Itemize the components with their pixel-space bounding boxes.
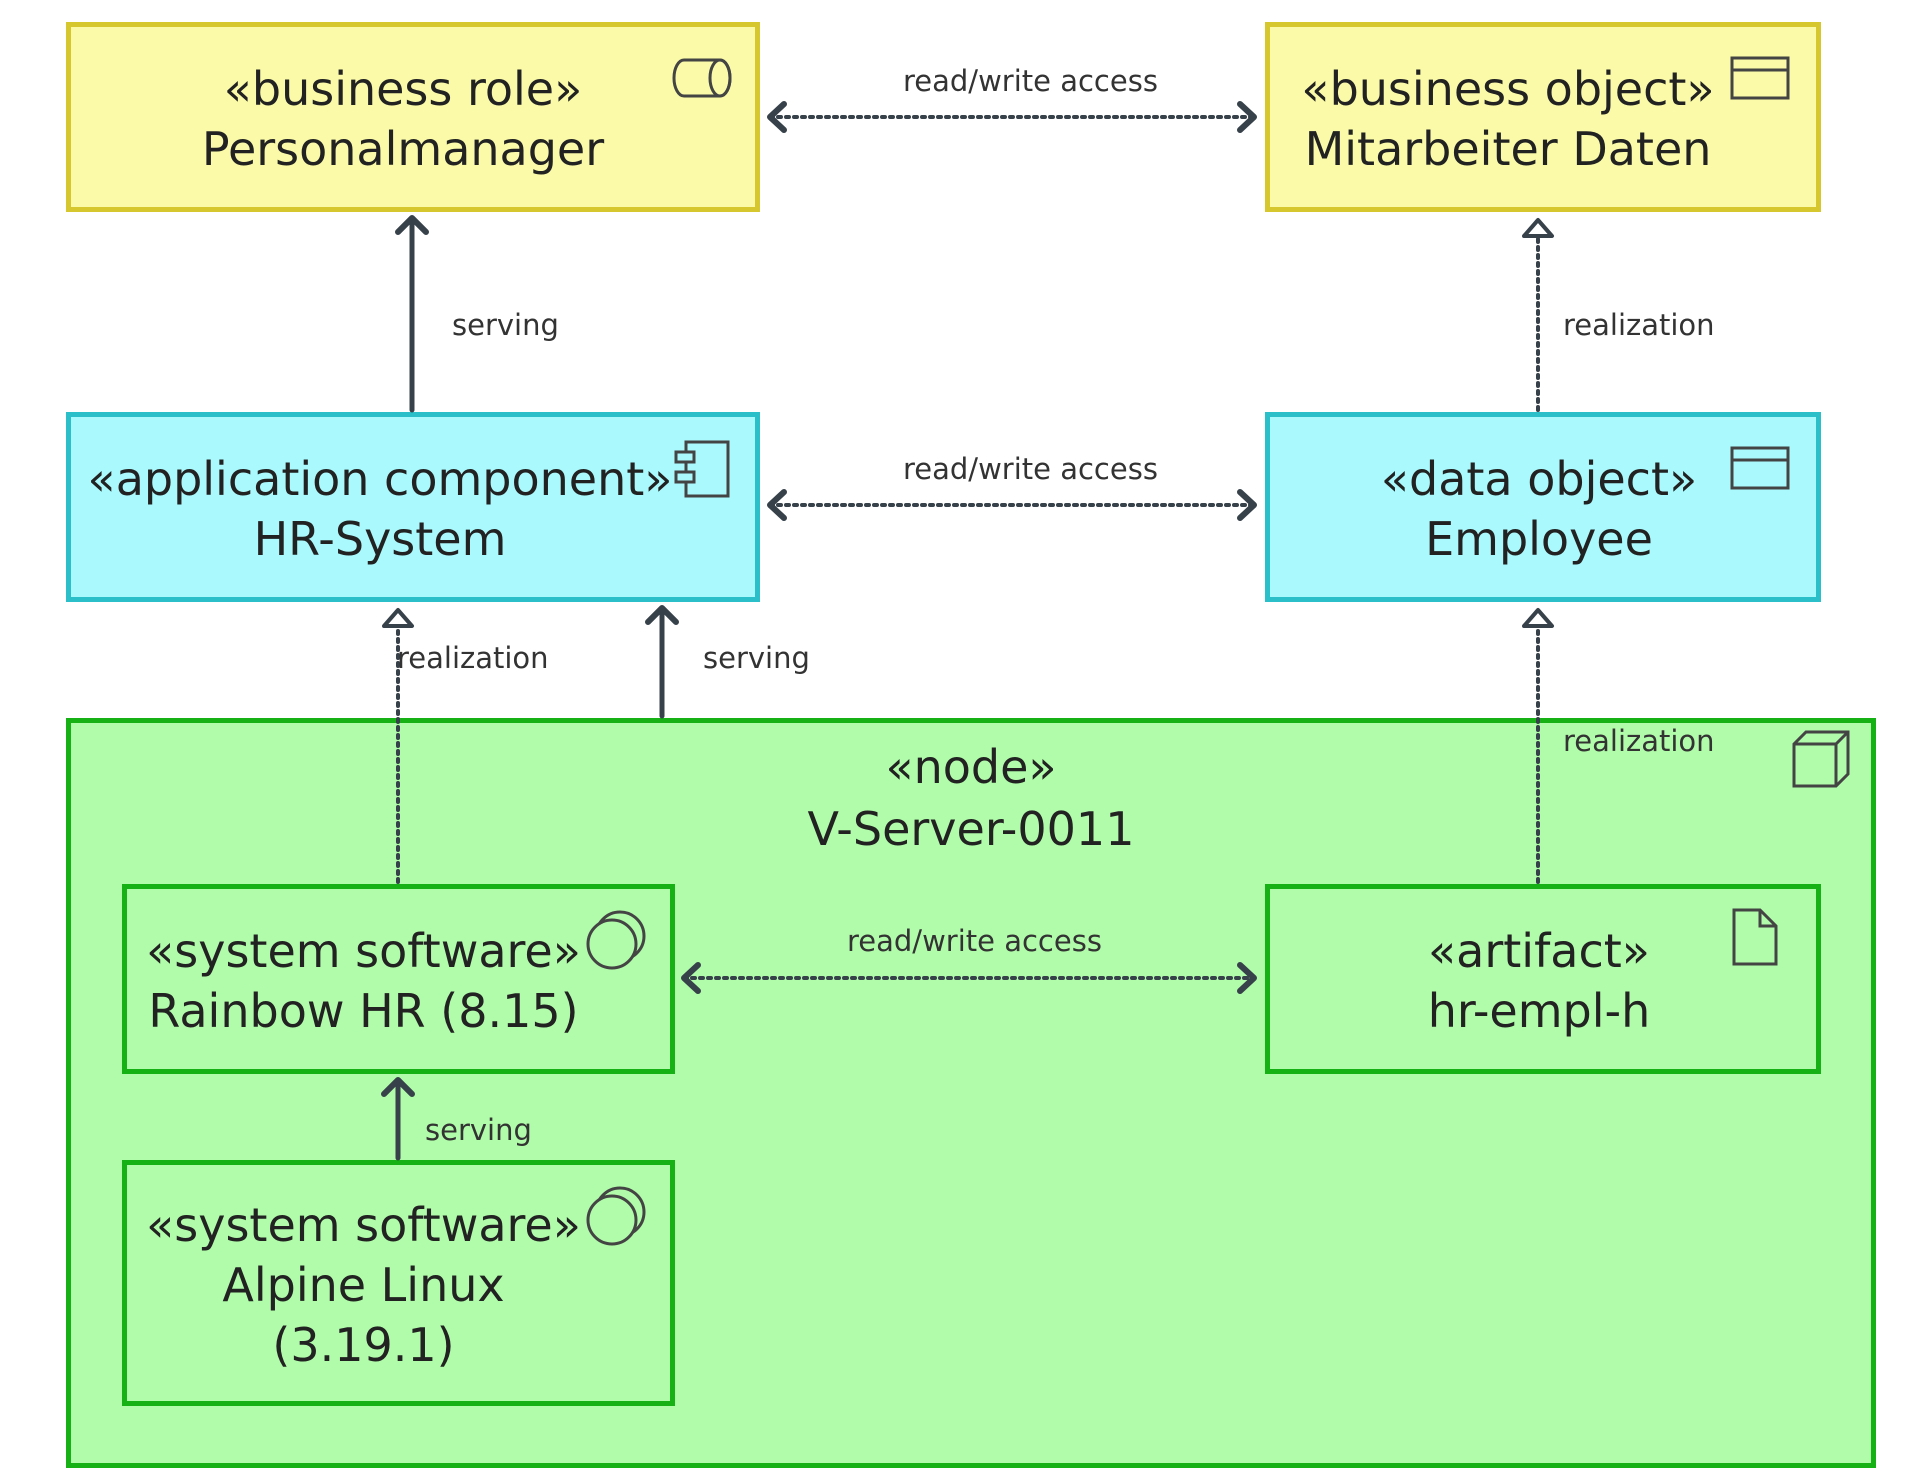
arrow-head	[767, 101, 787, 133]
arrow-head	[681, 962, 701, 994]
label-serving-alpine-rainbow: serving	[425, 1113, 532, 1147]
arrow-head	[1237, 962, 1257, 994]
alpine-name-line2: (3.19.1)	[272, 1318, 455, 1372]
label-access-role-object: read/write access	[903, 64, 1158, 98]
data-object-employee[interactable]: «data object» Employee	[1265, 412, 1821, 602]
label-serving-component-role: serving	[452, 308, 559, 342]
node-stereotype: «node»	[885, 740, 1057, 794]
business-object-icon	[1730, 56, 1790, 100]
rainbow-stereotype: «system software»	[146, 924, 581, 978]
application-component-hr-system[interactable]: «application component» HR-System	[66, 412, 760, 602]
node-name: V-Server-0011	[807, 802, 1135, 856]
business-role-personalmanager[interactable]: «business role» Personalmanager	[66, 22, 760, 212]
alpine-stereotype: «system software»	[146, 1198, 581, 1252]
system-software-alpine-linux[interactable]: «system software» Alpine Linux (3.19.1)	[122, 1160, 675, 1406]
label-realization-artifact-dataobj: realization	[1563, 724, 1715, 758]
system-software-icon	[586, 1186, 646, 1246]
business-object-name: Mitarbeiter Daten	[1304, 122, 1712, 176]
business-role-name: Personalmanager	[201, 122, 605, 176]
arrow-head	[1237, 101, 1257, 133]
data-object-name: Employee	[1425, 512, 1653, 566]
system-software-icon	[586, 910, 646, 970]
arrow-head	[1237, 489, 1257, 521]
data-object-stereotype: «data object»	[1380, 452, 1698, 506]
alpine-name-line1: Alpine Linux	[222, 1258, 505, 1312]
business-role-icon	[672, 58, 732, 98]
label-realization-rainbow-component: realization	[397, 641, 549, 675]
artifact-hr-empl-h[interactable]: «artifact» hr-empl-h	[1265, 884, 1821, 1074]
arrow-head	[381, 1077, 415, 1097]
label-serving-node-component: serving	[703, 641, 810, 675]
arrow-head	[767, 489, 787, 521]
arrow-head	[1522, 608, 1554, 628]
label-access-rainbow-artifact: read/write access	[847, 924, 1102, 958]
label-realization-dataobj-busobj: realization	[1563, 308, 1715, 342]
business-role-stereotype: «business role»	[223, 62, 583, 116]
data-object-icon	[1730, 446, 1790, 490]
application-component-stereotype: «application component»	[87, 452, 673, 506]
artifact-name: hr-empl-h	[1427, 984, 1651, 1038]
artifact-icon	[1732, 908, 1778, 966]
artifact-stereotype: «artifact»	[1428, 924, 1650, 978]
label-access-component-dataobj: read/write access	[903, 452, 1158, 486]
rainbow-name: Rainbow HR (8.15)	[148, 984, 579, 1038]
application-component-name: HR-System	[253, 512, 507, 566]
business-object-mitarbeiter-daten[interactable]: «business object» Mitarbeiter Daten	[1265, 22, 1821, 212]
business-object-stereotype: «business object»	[1301, 62, 1715, 116]
node-icon	[1792, 730, 1850, 788]
arrow-head	[395, 215, 429, 235]
arrow-head	[382, 608, 414, 628]
application-component-icon	[674, 440, 730, 498]
system-software-rainbow-hr[interactable]: «system software» Rainbow HR (8.15)	[122, 884, 675, 1074]
arrow-head	[1522, 218, 1554, 238]
arrow-head	[645, 605, 679, 625]
